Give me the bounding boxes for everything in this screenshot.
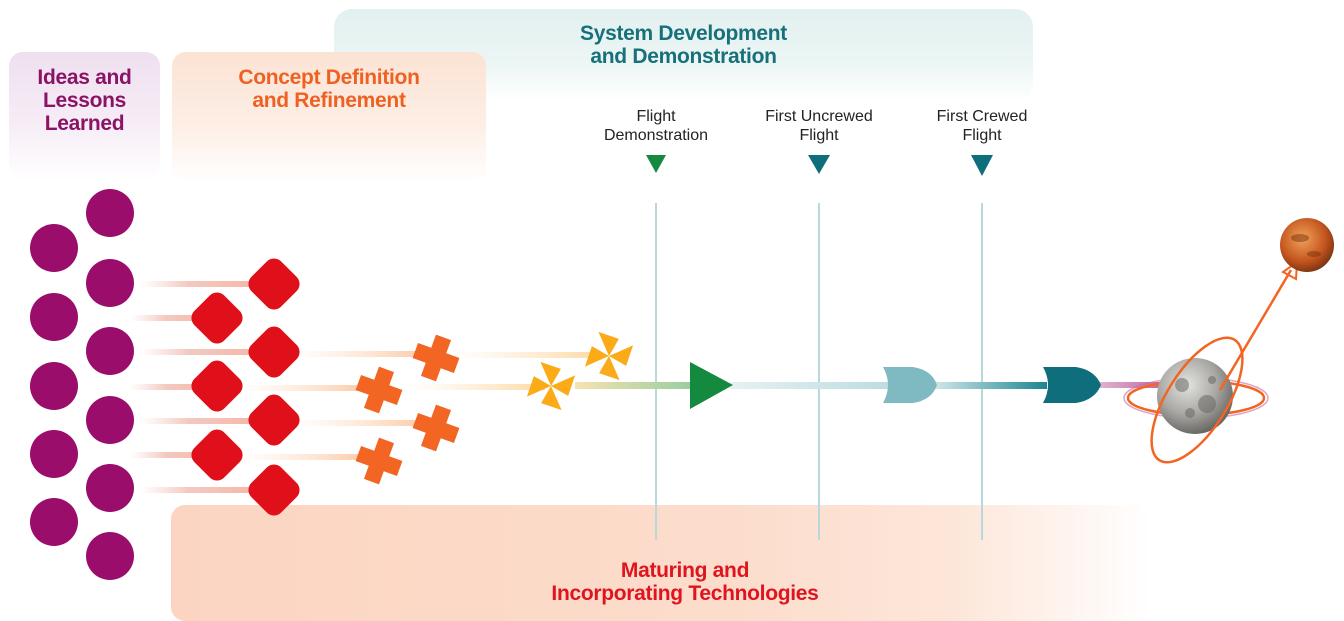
milestone-first-uncrewed-flight-label: First Uncrewed Flight	[739, 107, 899, 145]
concept-square	[191, 292, 243, 344]
crewed-capsule-icon	[1043, 367, 1101, 403]
idea-circle	[30, 362, 78, 410]
milestone-flight-demonstration-label: Flight Demonstration	[576, 107, 736, 145]
concept-square	[248, 258, 300, 310]
pinwheels	[526, 331, 634, 411]
milestone-marker-first-uncrewed	[808, 155, 830, 174]
idea-circle	[86, 259, 134, 307]
uncrewed-capsule-icon	[883, 367, 937, 403]
cross-trails	[405, 352, 600, 390]
idea-circle	[86, 464, 134, 512]
cross-shape	[412, 334, 460, 382]
concept-band	[172, 52, 486, 182]
flight-demonstration-arrow-icon	[690, 362, 733, 409]
moon-icon	[1157, 358, 1233, 434]
ideas-circles	[30, 189, 134, 580]
idea-circle	[86, 396, 134, 444]
path-segment-3	[935, 382, 1047, 389]
system-label: System Development and Demonstration	[334, 22, 1033, 68]
system-label-line2: and Demonstration	[590, 45, 777, 68]
milestone-label-line1: First Uncrewed	[765, 108, 873, 125]
concept-squares	[191, 258, 300, 516]
ideas-band	[9, 52, 160, 180]
cross-shape	[412, 404, 460, 452]
concept-square	[248, 326, 300, 378]
maturing-label-line2: Incorporating Technologies	[551, 582, 819, 605]
concept-square	[248, 394, 300, 446]
milestone-label-line1: First Crewed	[936, 108, 1028, 125]
milestone-marker-first-crewed	[971, 155, 993, 176]
ideas-label: Ideas and Lessons Learned	[9, 66, 160, 135]
idea-circle	[86, 189, 134, 237]
concept-square	[191, 360, 243, 412]
path-segment-4	[1100, 382, 1160, 388]
mars-surface-marks	[1291, 234, 1321, 257]
mars-trajectory-line	[1218, 269, 1293, 391]
ideas-label-line3: Learned	[44, 112, 125, 135]
concept-square	[191, 429, 243, 481]
concept-label-line2: and Refinement	[252, 89, 406, 112]
path-segment-1	[575, 382, 695, 389]
ideas-label-line1: Ideas and	[37, 66, 132, 89]
concept-square	[248, 464, 300, 516]
moon-craters	[1175, 376, 1216, 418]
idea-circle	[30, 430, 78, 478]
milestone-label-line2: Flight	[962, 127, 1002, 144]
milestone-label-line1: Flight	[636, 108, 676, 125]
pinwheel-shape	[584, 331, 634, 381]
milestone-marker-flight-demonstration	[646, 155, 666, 173]
idea-circle	[30, 498, 78, 546]
concept-label: Concept Definition and Refinement	[172, 66, 486, 112]
concept-label-line1: Concept Definition	[238, 66, 420, 89]
maturing-technologies-band	[171, 505, 1151, 621]
ideas-label-line2: Lessons	[42, 89, 127, 112]
path-segment-2	[730, 382, 890, 389]
idea-circle	[86, 327, 134, 375]
orbit-icon	[1150, 336, 1244, 464]
ideas-trails	[130, 281, 260, 493]
cross-shape	[355, 437, 403, 485]
milestone-label-line2: Flight	[799, 127, 839, 144]
milestone-first-crewed-flight-label: First Crewed Flight	[902, 107, 1062, 145]
idea-circle	[30, 224, 78, 272]
system-label-line1: System Development	[579, 22, 787, 45]
idea-circle	[86, 532, 134, 580]
concept-trails	[240, 351, 430, 460]
maturing-label-line1: Maturing and	[620, 559, 750, 582]
cross-shape	[355, 366, 403, 414]
concept-crosses	[355, 334, 460, 485]
maturing-label: Maturing and Incorporating Technologies	[440, 559, 930, 605]
mars-trajectory-arrowhead	[1281, 259, 1299, 281]
milestone-label-line2: Demonstration	[603, 127, 709, 144]
idea-circle	[30, 293, 78, 341]
mars-icon	[1280, 218, 1334, 272]
pinwheel-shape	[526, 361, 576, 411]
